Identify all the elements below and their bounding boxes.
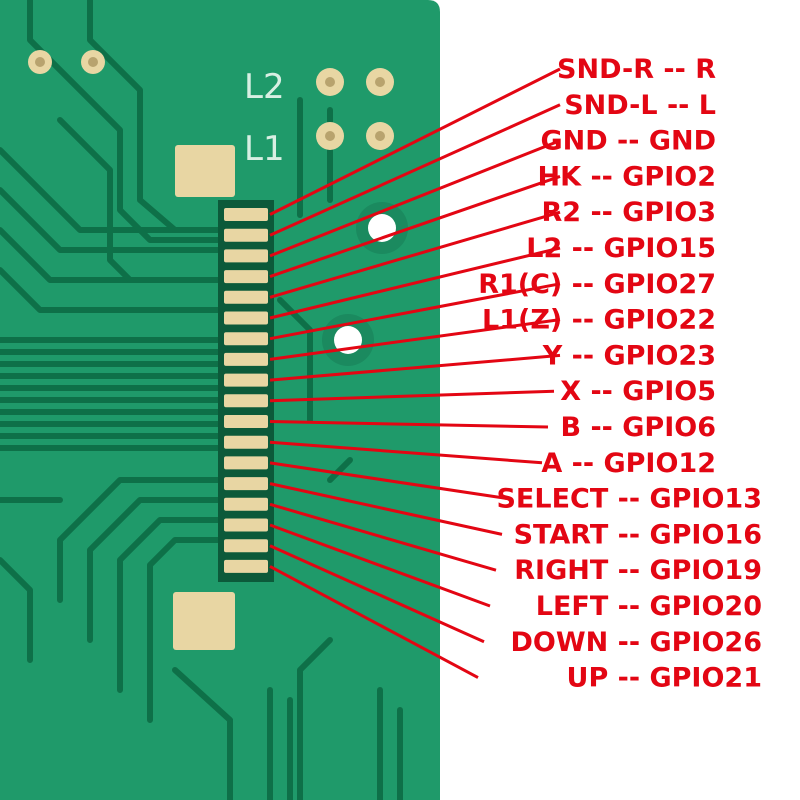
pin-label: B -- GPIO6 [560,412,716,443]
fpc-pin-pad [224,477,268,491]
pin-label: SELECT -- GPIO13 [496,484,762,515]
fpc-pin-pads [224,208,268,573]
pad [375,131,385,141]
pin-label: A -- GPIO12 [541,448,716,479]
leader-lines [269,67,561,679]
pin-label: DOWN -- GPIO26 [511,627,762,658]
fpc-pin-pad [224,373,268,387]
fpc-pin-pad [224,332,268,346]
pin-label: Y -- GPIO23 [542,340,716,371]
leader-line [269,318,561,361]
pad [88,57,98,67]
fpc-pin-pad [224,352,268,366]
fpc-pin-pad [224,228,268,242]
silkscreen-label-l2: L2 [244,67,285,107]
fpc-pin-pad [224,559,268,573]
anchor-pad-top [175,145,235,197]
pad [35,57,45,67]
leader-line [269,420,549,429]
fpc-pin-pad [224,415,268,428]
leader-line [269,174,561,279]
pin-labels: SND-R -- R SND-L -- L GND -- GND HK -- GPIO… [478,54,762,694]
leader-line [269,210,561,299]
silkscreen-label-l1: L1 [244,129,285,169]
pad [375,77,385,87]
pin-label: R1(C) -- GPIO27 [478,269,716,300]
pin-label: X -- GPIO5 [560,376,716,407]
pin-label: L2 -- GPIO15 [526,233,716,264]
fpc-connector-body [218,200,274,582]
leader-line [269,461,509,501]
fpc-pin-pad [224,249,268,263]
pin-label: UP -- GPIO21 [567,663,762,694]
leader-line [269,282,561,341]
pin-label: L1(Z) -- GPIO22 [482,305,716,336]
fpc-pin-pad [224,435,268,449]
fpc-pin-pad [224,290,268,304]
leader-line [269,565,479,679]
fpc-pin-pad [224,270,268,284]
pin-label: SND-L -- L [564,90,716,121]
pin-label: START -- GPIO16 [514,519,762,550]
leader-line [269,502,497,572]
pcb-traces [0,0,403,800]
fpc-pin-pad [224,497,268,511]
pad [325,77,335,87]
leader-line [269,544,485,644]
leader-line [269,523,491,608]
fpc-pin-pad [224,539,268,553]
leader-line [269,440,543,465]
leader-line [269,482,503,536]
fpc-pin-pad [224,518,268,532]
pin-label: SND-R -- R [557,54,716,85]
pin-label: HK -- GPIO2 [538,161,716,192]
pin-label: R2 -- GPIO3 [541,197,716,228]
pin-label: GND -- GND [540,126,716,157]
pin-label: LEFT -- GPIO20 [536,591,762,622]
leader-line [269,353,561,382]
fpc-pin-pad [224,394,268,408]
leader-line [269,139,561,258]
fpc-pin-pad [224,456,268,470]
fpc-pin-pad [224,208,268,221]
pin-label: RIGHT -- GPIO19 [514,555,762,586]
anchor-pad-bottom [173,592,235,650]
fpc-pin-pad [224,311,268,325]
leader-line [269,246,561,320]
through-hole-pads [28,50,394,150]
leader-line [269,389,555,403]
pad [325,131,335,141]
leader-line [269,67,561,216]
leader-line [269,103,561,237]
